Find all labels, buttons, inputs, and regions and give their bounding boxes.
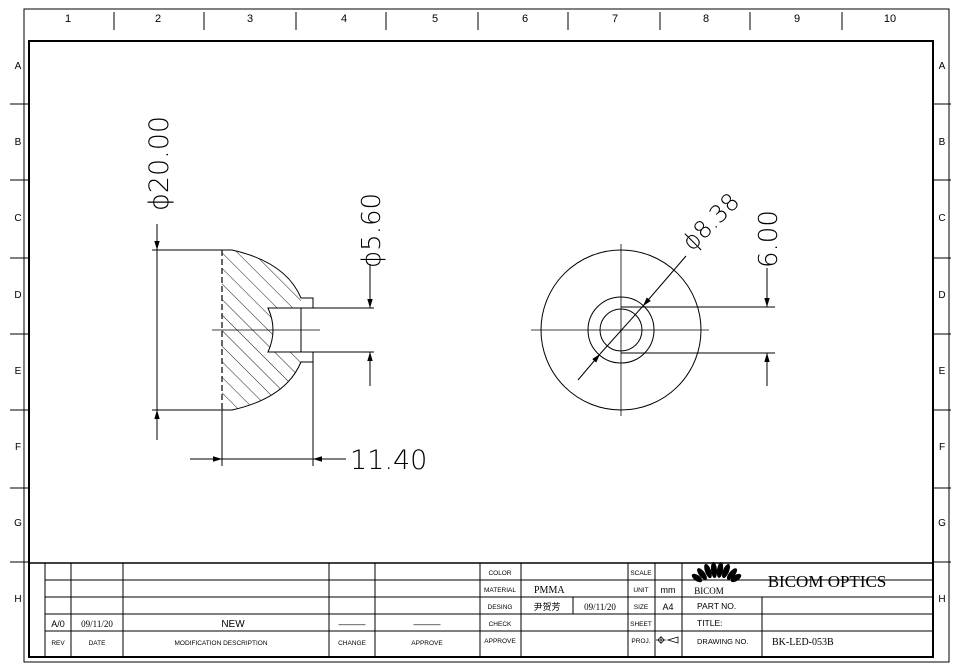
label-proj: PROJ. <box>631 638 650 645</box>
row-label: G <box>938 518 946 529</box>
front-dimensions <box>577 255 770 386</box>
column-label: 4 <box>341 13 347 25</box>
column-label: 5 <box>432 13 438 25</box>
revision-date: 09/11/20 <box>81 619 113 629</box>
dimension-bore-diameter: ϕ5.60 <box>357 193 387 268</box>
label-color: COLOR <box>488 570 511 577</box>
drawing-no-value: BK-LED-053B <box>772 637 834 648</box>
dimension-front-diameter: ϕ8.38 <box>676 187 745 256</box>
revision-description: NEW <box>221 619 245 630</box>
label-sheet: SHEET <box>630 621 652 628</box>
label-approve: APPROVE <box>484 638 516 645</box>
section-view <box>212 249 374 411</box>
row-label: A <box>15 61 22 72</box>
column-label: 3 <box>247 13 253 25</box>
row-label: C <box>14 213 21 224</box>
row-label: G <box>14 518 22 529</box>
title-block-text: A/0 09/11/20 NEW ——— ——— REV DATE MODIFI… <box>51 562 886 648</box>
row-label: C <box>938 213 945 224</box>
header-approve: APPROVE <box>411 640 443 647</box>
label-check: CHECK <box>489 621 512 628</box>
company-name: BICOM OPTICS <box>768 572 887 591</box>
title-block <box>29 562 933 657</box>
label-unit: UNIT <box>633 587 648 594</box>
row-label: F <box>939 442 945 453</box>
revision-approve: ——— <box>414 619 441 629</box>
front-view <box>531 244 775 416</box>
column-label: 8 <box>703 13 709 25</box>
size-value: A4 <box>662 602 673 612</box>
row-label: H <box>14 594 21 605</box>
column-label: 10 <box>884 13 896 25</box>
section-dimensions <box>152 224 373 466</box>
column-label: 9 <box>794 13 800 25</box>
row-label: A <box>939 61 946 72</box>
dimension-outer-diameter: ϕ20.00 <box>144 116 175 211</box>
header-date: DATE <box>89 640 107 647</box>
row-label: B <box>939 137 946 148</box>
logo-text: BICOM <box>694 586 724 596</box>
row-label: E <box>939 366 946 377</box>
label-scale: SCALE <box>630 570 652 577</box>
label-drawing-no: DRAWING NO. <box>697 637 748 646</box>
drawing-frame <box>10 8 951 663</box>
row-label: F <box>15 442 21 453</box>
header-description: MODIFICATION DESCRIPTION <box>174 640 267 647</box>
dimension-length: 11.40 <box>350 445 427 476</box>
label-part-no: PART NO. <box>697 601 736 611</box>
row-label: E <box>15 366 22 377</box>
frame-row-labels-right: A B C D E F G H <box>938 61 946 605</box>
row-label: D <box>938 290 945 301</box>
frame-row-labels-left: A B C D E F G H <box>14 61 22 605</box>
bicom-logo-icon <box>691 562 742 583</box>
projection-symbol-icon <box>656 636 679 644</box>
column-label: 7 <box>612 13 618 25</box>
header-rev: REV <box>51 640 65 647</box>
column-label: 2 <box>155 13 161 25</box>
row-label: B <box>15 137 22 148</box>
frame-column-labels: 1 2 3 4 5 6 7 8 9 10 <box>65 13 896 25</box>
revision-change: ——— <box>339 619 366 629</box>
designer-name: 尹贺芳 <box>533 601 560 612</box>
revision-value: A/0 <box>51 619 65 629</box>
label-size: SIZE <box>634 604 649 611</box>
column-label: 1 <box>65 13 71 25</box>
design-date: 09/11/20 <box>584 602 616 612</box>
row-label: D <box>14 290 21 301</box>
row-label: H <box>938 594 945 605</box>
header-change: CHANGE <box>338 640 366 647</box>
unit-value: mm <box>661 585 676 595</box>
label-title: TITLE: <box>697 618 723 628</box>
label-material: MATERIAL <box>484 587 516 594</box>
column-label: 6 <box>522 13 528 25</box>
material-value: PMMA <box>534 585 565 596</box>
label-design: DESING <box>488 604 513 611</box>
dimension-front-height: 6.00 <box>754 210 784 268</box>
